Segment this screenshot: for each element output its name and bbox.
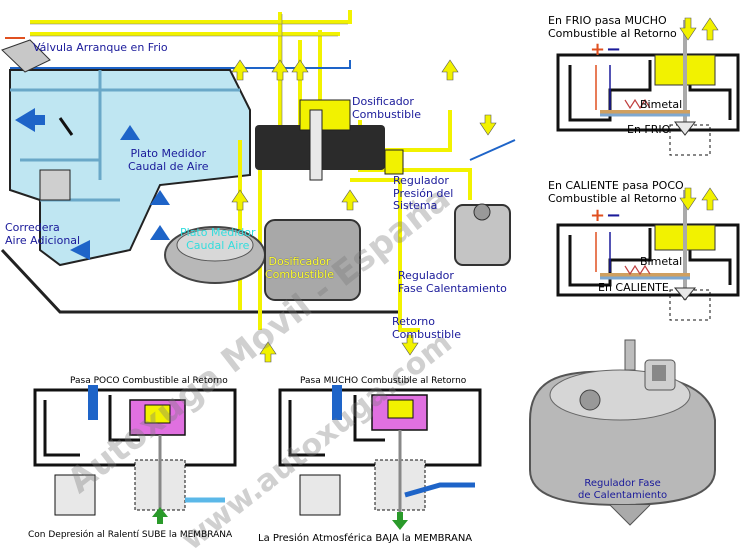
fuel-up-arrow (231, 189, 249, 211)
label-hot-title: En CALIENTE pasa POCO Combustible al Ret… (548, 179, 684, 205)
label-air-flow-sensor-plate: Plato Medidor Caudal de Aire (128, 147, 209, 173)
plus-sign-cold: + (590, 39, 606, 60)
return-line-blue (10, 60, 516, 161)
plus-sign-hot: + (590, 205, 606, 226)
label-fuel-distributor-photo: Dosificador Combustible (265, 255, 334, 281)
label-line: Presión del (393, 186, 454, 200)
air-flow-arrow (150, 190, 170, 205)
fuel-down-arrow (479, 114, 497, 136)
pressure-regulator-valve (384, 149, 404, 175)
main-system-diagram (0, 10, 516, 363)
minus-sign-cold: − (606, 39, 622, 60)
label-warmup-regulator: Regulador Fase Calentamiento (398, 269, 507, 295)
label-line: de Calentamiento (578, 489, 668, 501)
air-flow-arrow (15, 108, 45, 132)
label-line: Caudal Aire (186, 238, 250, 252)
label-line: Combustible (352, 107, 421, 121)
warmup-regulator-cap (473, 203, 491, 221)
label-line: Plato Medidor (180, 226, 256, 239)
air-flow-arrow (120, 125, 140, 140)
label-line: Regulador Fase (584, 478, 661, 489)
minus-sign-hot: − (606, 205, 622, 226)
air-flow-meter-plate (176, 228, 254, 262)
fuel-up-arrow (441, 59, 459, 81)
air-flow-arrow (70, 240, 90, 260)
label-line: Regulador (393, 174, 449, 187)
label-fuel-distributor: Dosificador Combustible (352, 95, 421, 121)
label-bimetal-hot: Bimetal (640, 255, 683, 268)
label-line: En CALIENTE pasa POCO (548, 179, 684, 192)
hot-regulator-diagram (556, 187, 740, 321)
cold-regulator-diagram (556, 17, 740, 156)
label-line: Sistema (393, 199, 438, 213)
label-air-flow-sensor-photo: Plato Medidor Caudal Aire (180, 226, 256, 252)
label-line: Combustible (392, 327, 461, 341)
warmup-regulator-product-photo (529, 339, 716, 526)
label-fuel-return: Retorno Combustible (392, 315, 461, 341)
section-low-return (33, 385, 237, 524)
fuel-up-arrow (291, 59, 309, 81)
label-line: Fase Calentamiento (398, 281, 507, 295)
fuel-up-arrow (231, 59, 249, 81)
fuel-up-arrow (271, 59, 289, 81)
section-high-return (278, 385, 482, 530)
intake-pipe (39, 169, 71, 201)
label-line: Dosificador (352, 95, 414, 108)
label-line: Combustible al Retorno (548, 26, 677, 40)
fuel-distributor-top (299, 99, 351, 131)
label-line: En FRIO pasa MUCHO (548, 14, 667, 27)
fuel-down-arrow (401, 334, 419, 356)
label-cold-start-valve: Válvula Arranque en Frio (33, 41, 168, 54)
label-system-pressure-regulator: Regulador Presión del Sistema (393, 174, 454, 213)
label-bimetal-cold: Bimetal (640, 98, 683, 111)
air-duct-lines (10, 70, 240, 202)
label-line: Dosificador (268, 255, 331, 268)
label-line: Plato Medidor (130, 147, 207, 160)
sensor-plate-lever (58, 117, 74, 136)
label-line: Caudal de Aire (128, 159, 209, 173)
label-line: Corredera (5, 221, 60, 234)
label-cold-title: En FRIO pasa MUCHO Combustible al Retorn… (548, 14, 677, 40)
label-line: Combustible (265, 267, 334, 281)
label-en-frio: En FRIO (627, 123, 671, 136)
label-line: Regulador (398, 269, 454, 282)
label-warmup-regulator-photo: Regulador Fase de Calentamiento (578, 478, 667, 501)
fuel-distributor-plunger (309, 109, 323, 181)
label-auxiliary-air-device: Corredera Aire Adicional (5, 221, 81, 247)
air-intake-housing (9, 69, 251, 267)
fuel-distributor-photo (264, 219, 361, 301)
cold-start-valve (1, 39, 51, 73)
label-en-caliente: En CALIENTE (598, 281, 669, 294)
label-line: Aire Adicional (5, 233, 81, 247)
fuel-up-arrow (259, 341, 277, 363)
label-line: Combustible al Retorno (548, 191, 677, 205)
label-line: Retorno (392, 315, 435, 328)
fuel-up-arrow (341, 189, 359, 211)
label-atm-lowers-membrane: La Presión Atmosférica BAJA la MEMBRANA (258, 533, 473, 544)
air-flow-arrow (150, 225, 170, 240)
label-low-return: Pasa POCO Combustible al Retorno (70, 376, 228, 386)
label-vacuum-raises-membrane: Con Depresión al Ralentí SUBE la MEMBRAN… (28, 530, 233, 540)
label-high-return: Pasa MUCHO Combustible al Retorno (300, 376, 467, 386)
